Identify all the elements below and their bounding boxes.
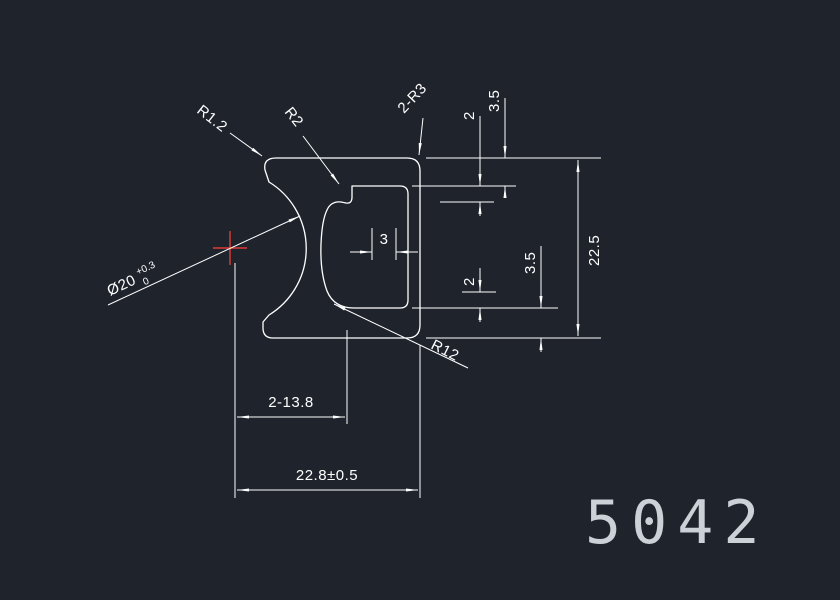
dim-text-radius-top-right: 2-R3 [394,80,430,117]
dim-text-radius-inner-bottom: R12 [428,336,462,364]
profile-outer-outline [262,157,421,339]
dim-text-slot-depth: 2-13.8 [268,394,314,411]
extension-lines [234,157,601,498]
dim-lip-bottom: 2 [461,268,482,322]
leader-radius-top-right: 2-R3 [394,80,430,156]
dim-text-wall-top: 3.5 [486,90,503,112]
leader-line [333,303,469,369]
leader-line [418,117,424,156]
dim-text-radius-inner-top: R2 [281,104,307,130]
dim-text-width: 22.8±0.5 [296,467,358,484]
dim-wall-top: 3.5 [486,90,507,198]
dim-text-lip-top: 2 [461,111,478,120]
profile-inner-slot-outline [320,185,409,309]
leader-radius-inner-top: R2 [281,104,340,185]
profile-section [262,157,421,339]
dim-text-lip-bottom: 2 [461,277,478,286]
dim-slot-depth: 2-13.8 [237,394,345,419]
dim-text-radius-top-left: R1.2 [194,102,231,136]
part-number: 5042 [585,488,770,558]
dim-text-wall-bottom: 3.5 [522,252,539,274]
leader-line [229,132,263,157]
leader-groove-diameter: Ø20 +0.3 0 [105,215,301,306]
leader-radius-top-left: R1.2 [194,102,263,157]
dim-height: 22.5 [576,160,603,336]
dim-slot-wall: 3 [350,231,418,254]
leader-radius-inner-bottom: R12 [333,303,469,369]
dim-wall-bottom: 3.5 [522,246,543,352]
dim-text-groove-tol-lower: 0 [141,276,151,289]
dim-text-groove-diameter: Ø20 [105,272,139,300]
dim-lip-top: 2 [461,111,482,216]
leader-line [302,135,340,185]
dim-text-height: 22.5 [586,235,603,266]
leader-line [107,215,301,306]
dim-text-slot-wall: 3 [380,231,389,248]
dim-width: 22.8±0.5 [237,467,418,492]
